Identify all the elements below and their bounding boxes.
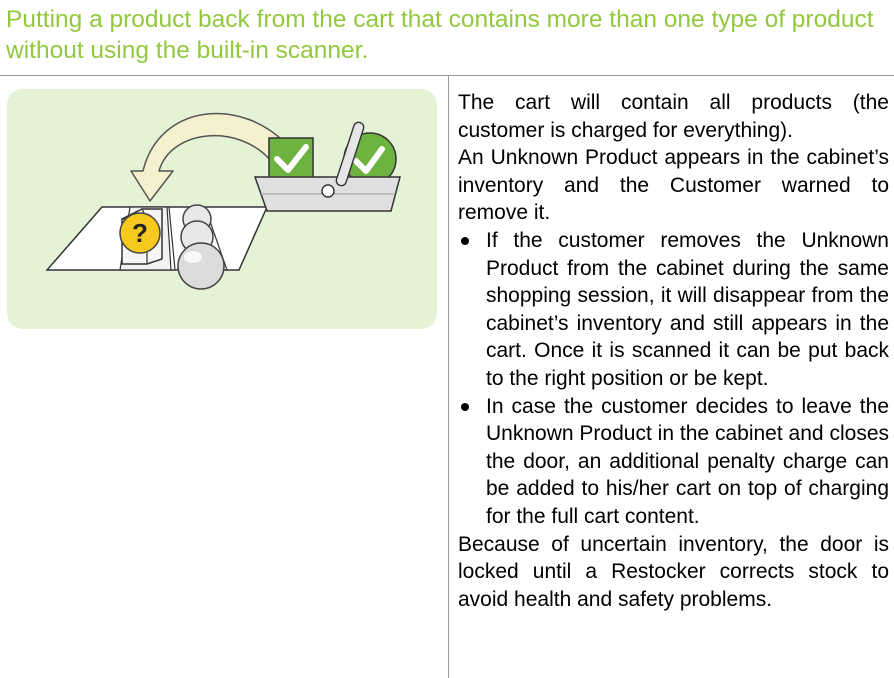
question-mark-icon: ?	[119, 212, 161, 254]
basket-icon	[253, 121, 401, 212]
curved-arrow-icon	[130, 112, 290, 202]
list-item: If the customer removes the Unknown Prod…	[458, 227, 889, 393]
closing-paragraph: Because of uncertain inventory, the door…	[458, 532, 889, 611]
header-divider	[0, 75, 894, 76]
list-item-text: If the customer removes the Unknown Prod…	[486, 228, 889, 390]
bullet-list: If the customer removes the Unknown Prod…	[458, 227, 889, 531]
svg-text:?: ?	[132, 218, 148, 248]
illustration-panel: ?	[7, 89, 437, 329]
checkmark-icon	[274, 144, 309, 173]
checkmark-icon	[353, 146, 385, 174]
page-title: Putting a product back from the cart tha…	[6, 6, 874, 64]
shelf-icon	[45, 204, 269, 290]
bullet-icon	[461, 402, 469, 411]
column-divider	[448, 76, 449, 678]
illustration: ?	[45, 112, 401, 290]
bullet-icon	[461, 236, 469, 245]
description: The cart will contain all products (the …	[458, 89, 889, 613]
intro-paragraph: The cart will contain all products (the …	[458, 91, 889, 142]
list-item-text: In case the customer decides to leave th…	[486, 394, 889, 528]
unknown-paragraph: An Unknown Product appears in the cabine…	[458, 146, 889, 225]
list-item: In case the customer decides to leave th…	[458, 393, 889, 531]
